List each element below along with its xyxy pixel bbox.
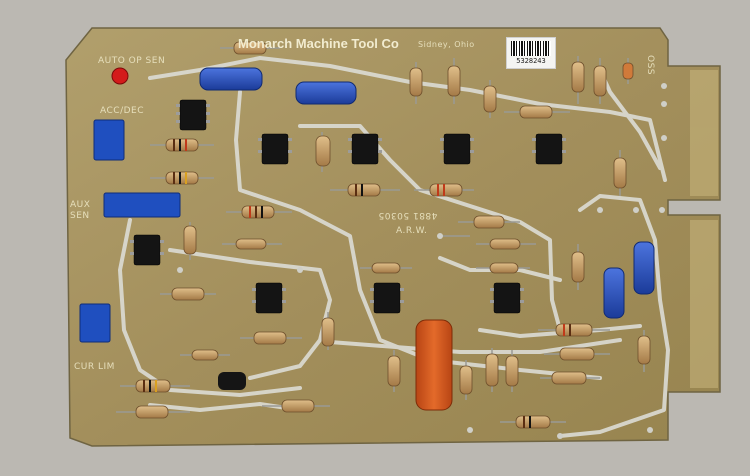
label-cur-lim: CUR LIM [74, 362, 115, 372]
barcode-icon [511, 41, 551, 56]
ic-pins [130, 104, 566, 303]
location-label: Sidney, Ohio [418, 40, 475, 49]
label-auto-op-sen: AUTO OP SEN [98, 56, 166, 66]
edge-label: OSS [645, 54, 656, 76]
trimmer-potentiometers [79, 119, 181, 343]
edge-connector [690, 70, 718, 388]
red-led [111, 67, 129, 85]
black-transistor [218, 372, 246, 390]
blue-capacitors [199, 67, 655, 319]
serial-sticker: 5328243 [506, 37, 556, 69]
label-aux-sen: AUX SEN [70, 200, 91, 221]
part-number-label: 4881 50305 [378, 210, 438, 220]
vertical-resistors [183, 56, 651, 400]
circuit-board [65, 27, 721, 447]
serial-number: 5328243 [516, 57, 546, 65]
label-acc-dec: ACC/DEC [100, 106, 144, 116]
resistors [116, 41, 610, 429]
maker-label: Monarch Machine Tool Co [238, 36, 399, 51]
arw-label: A.R.W. [396, 226, 428, 236]
solder-pads [177, 83, 667, 439]
orange-capacitor [415, 319, 453, 411]
ic-chips [133, 99, 563, 314]
